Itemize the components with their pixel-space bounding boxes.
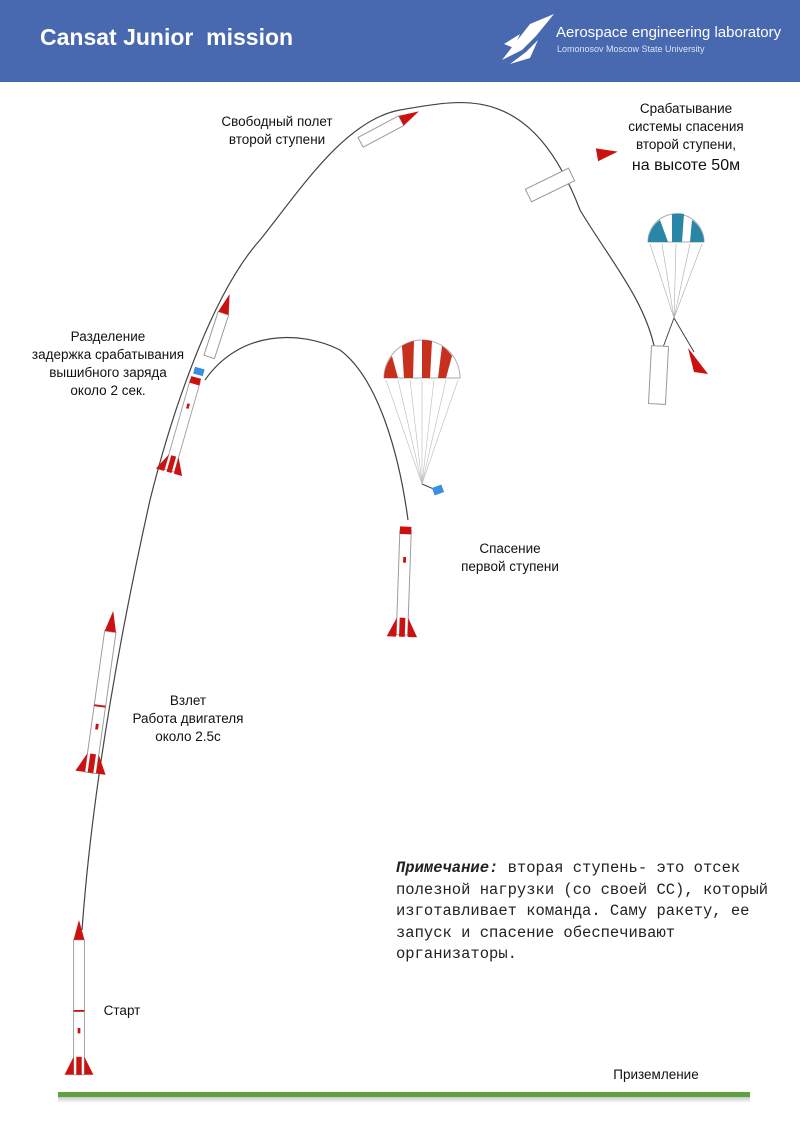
label-liftoff: Взлет Работа двигателя около 2.5с [132,693,244,744]
label-separation: Разделение задержка срабатывания вышибно… [31,329,185,398]
ejection-cap [193,366,205,377]
booster-trajectory [204,336,409,521]
note-block: Примечание: вторая ступень- это отсек по… [396,858,776,966]
payload-nose-landing [688,348,708,374]
label-start: Старт [103,1003,141,1018]
ascent-trajectory [81,102,581,931]
payload-parachute [647,213,705,319]
payload-descent-trajectory [579,209,656,351]
note-text: вторая ступень- это отсек полезной нагру… [396,859,769,963]
note-heading: Примечание: [396,859,499,877]
lab-logo-icon [502,14,554,64]
label-recovery-second: Срабатывание системы спасения второй сту… [628,101,744,152]
label-landing: Приземление [613,1067,699,1082]
booster-cap [431,484,445,496]
label-altitude: на высоте 50м [631,157,741,174]
header-bar [0,0,800,82]
booster-recovery [386,525,422,638]
university-name: Lomonosov Moscow State University [557,44,705,54]
label-recovery-first: Спасение первой ступени [461,541,559,574]
lab-name: Aerospace engineering laboratory [556,24,782,41]
booster-parachute [383,339,461,485]
payload-body-apogee [524,167,576,203]
payload-body-landing [647,345,670,405]
ground-line [58,1092,750,1097]
payload-nose-apogee [595,148,618,162]
rocket-start [64,919,94,1076]
label-free-flight: Свободный полет второй ступени [221,114,333,147]
ground-shadow [58,1097,750,1103]
page-title: Cansat Junior mission [40,24,294,50]
